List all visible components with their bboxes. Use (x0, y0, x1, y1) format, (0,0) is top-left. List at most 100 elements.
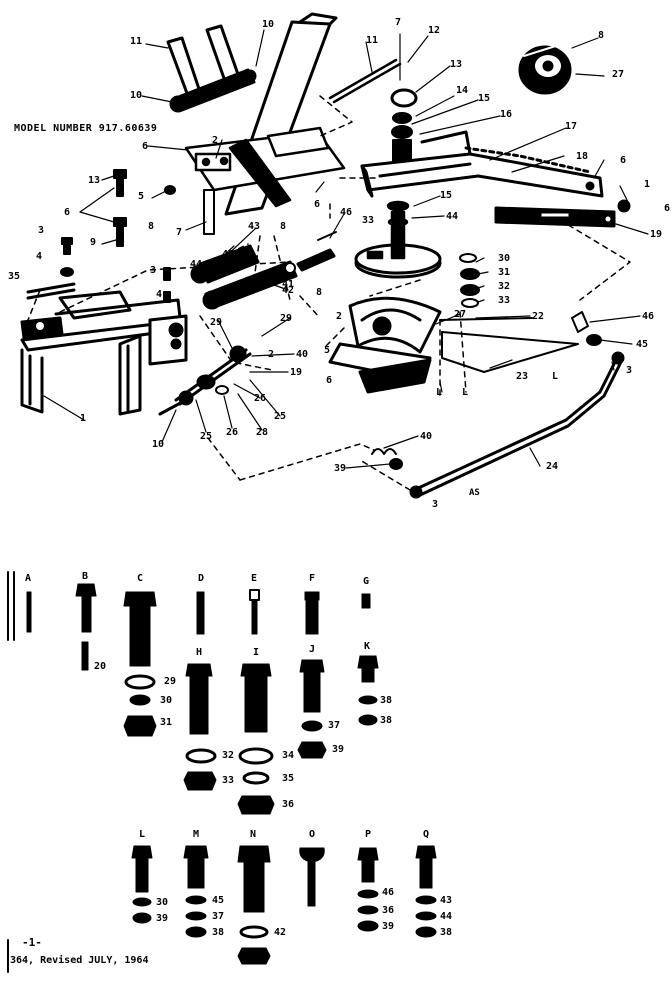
key-letter-g: G (363, 576, 370, 587)
as-annotation: AS (469, 488, 480, 498)
lift-arm-assembly (166, 24, 257, 113)
hw-callout-38-q: 38 (440, 927, 453, 938)
callout-l-right: L (552, 371, 559, 382)
key-letter-o: O (309, 829, 316, 840)
callout-16: 16 (500, 109, 513, 120)
loose-bolts (60, 169, 215, 303)
callout-3-bottom: 3 (432, 499, 439, 510)
hw-callout-37-m: 37 (212, 911, 225, 922)
hw-callout-29: 29 (164, 676, 177, 687)
hw-callout-37: 37 (328, 720, 341, 731)
callout-40: 40 (420, 431, 433, 442)
hw-callout-36-p: 36 (382, 905, 395, 916)
main-frame-channel (360, 130, 604, 198)
key-letter-i: I (253, 647, 260, 658)
callout-1-frame: 1 (80, 413, 87, 424)
key-letter-q: Q (423, 829, 430, 840)
callout-18: 18 (576, 151, 589, 162)
blade-housing (328, 296, 579, 394)
callout-8-left: 8 (148, 221, 155, 232)
hw-callout-38-b: 38 (380, 715, 393, 726)
callout-5-left: 5 (138, 191, 145, 202)
callout-2-axle: 2 (268, 349, 275, 360)
callout-25-b: 25 (274, 411, 287, 422)
blade-spindle-disc (354, 200, 442, 279)
key-letter-c: C (137, 573, 144, 584)
chassis-frame (20, 290, 188, 416)
callout-11: 11 (366, 35, 379, 46)
callout-10: 10 (130, 90, 143, 101)
shaft-rod-12 (328, 58, 402, 104)
hw-callout-39: 39 (332, 744, 345, 755)
callout-10: 10 (262, 19, 275, 30)
drive-pulley (518, 43, 572, 95)
spring-40 (371, 448, 403, 470)
callout-17: 17 (565, 121, 578, 132)
hw-callout-45-m: 45 (212, 895, 225, 906)
callout-l-center: L (436, 387, 443, 398)
callout-29: 29 (280, 313, 293, 324)
rod-35 (26, 282, 76, 300)
callout-leaders (43, 29, 649, 469)
hw-callout-39-p: 39 (382, 921, 395, 932)
callout-l-center-2: L (462, 387, 469, 398)
callout-2-mid: 2 (336, 311, 343, 322)
hw-callout-39-l: 39 (156, 913, 169, 924)
callout-4-mid: 4 (156, 289, 163, 300)
axle-assembly (158, 345, 252, 416)
callout-8: 8 (598, 30, 605, 41)
callout-24: 24 (546, 461, 559, 472)
callout-26: 26 (226, 427, 239, 438)
rocker-arm-42 (202, 260, 298, 310)
hw-callout-31: 31 (160, 717, 173, 728)
model-number-label: MODEL NUMBER 917.60639 (14, 123, 158, 134)
callout-43: 43 (248, 221, 261, 232)
callout-41: 41 (282, 279, 295, 290)
callout-31: 31 (498, 267, 511, 278)
callout-10-bottom: 10 (152, 439, 165, 450)
hw-callout-46-p: 46 (382, 887, 395, 898)
callout-6-top: 6 (142, 141, 149, 152)
steering-bar-24 (409, 351, 625, 499)
key-letter-h: H (196, 647, 203, 658)
key-letter-e: E (251, 573, 258, 584)
hw-callout-43-q: 43 (440, 895, 453, 906)
hw-callout-30-l: 30 (156, 897, 169, 908)
callout-46: 46 (340, 207, 353, 218)
hw-callout-42-n: 42 (274, 927, 287, 938)
callout-6: 6 (664, 203, 671, 214)
callout-7-left: 7 (176, 227, 183, 238)
callout-30: 30 (498, 253, 511, 264)
callout-1: 1 (644, 179, 651, 190)
assembly-leader-lines (23, 95, 631, 491)
hw-callout-20: 20 (94, 661, 107, 672)
callout-19: 19 (650, 229, 663, 240)
key-letter-j: J (309, 644, 316, 655)
callout-33: 33 (498, 295, 511, 306)
callout-2-top: 2 (212, 135, 219, 146)
callout-15: 15 (478, 93, 491, 104)
key-letter-n: N (250, 829, 257, 840)
callout-6: 6 (620, 155, 627, 166)
callout-4: 4 (36, 251, 43, 262)
key-letter-l: L (139, 829, 146, 840)
callout-44: 44 (446, 211, 459, 222)
callout-11: 11 (130, 36, 143, 47)
hardware-key-row-1 (26, 583, 379, 815)
callout-19-mid: 19 (290, 367, 303, 378)
callout-22: 22 (532, 311, 545, 322)
callout-7: 7 (395, 17, 402, 28)
key-letter-d: D (198, 573, 205, 584)
margin-marks (7, 571, 15, 973)
callout-44-b: 44 (190, 259, 203, 270)
callout-33: 33 (362, 215, 375, 226)
right-bracket-arm (494, 199, 631, 228)
callout-39: 39 (334, 463, 347, 474)
key-letter-f: F (309, 573, 316, 584)
hw-callout-35: 35 (282, 773, 295, 784)
callout-6-left: 6 (64, 207, 71, 218)
callout-12: 12 (428, 25, 441, 36)
callout-35: 35 (8, 271, 21, 282)
callout-9: 9 (90, 237, 97, 248)
